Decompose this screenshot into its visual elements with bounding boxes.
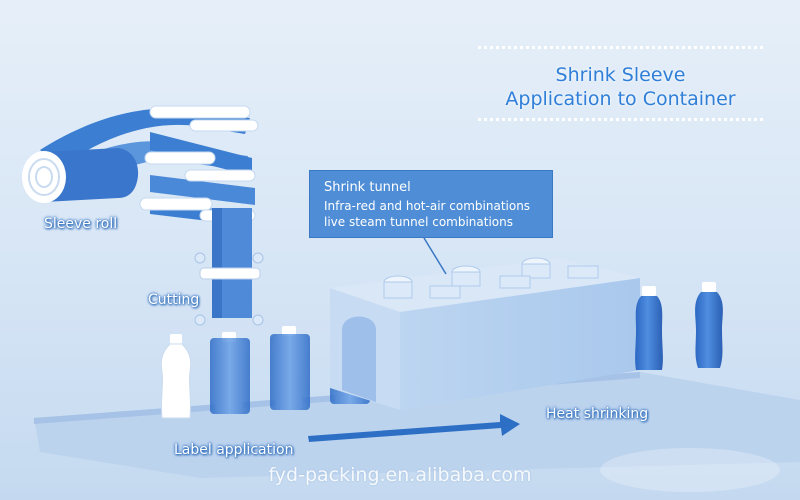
label-cutting: Cutting — [148, 292, 200, 308]
watermark: fyd-packing.en.alibaba.com — [268, 464, 532, 486]
title-line-1: Shrink Sleeve — [555, 64, 686, 86]
callout-pointer — [423, 237, 447, 275]
bottle-sleeved-1 — [210, 332, 250, 414]
label-sleeve-roll: Sleeve roll — [44, 216, 118, 232]
bottle-finished-2 — [695, 282, 723, 368]
flow-arrow-icon — [308, 414, 520, 442]
bottle-finished-1 — [635, 286, 663, 370]
shrink-tunnel-callout: Shrink tunnel Infra-red and hot-air comb… — [309, 170, 553, 238]
label-heat-shrinking: Heat shrinking — [546, 406, 649, 422]
title-dotted-rule-top — [478, 46, 763, 49]
title-line-2: Application to Container — [505, 88, 736, 110]
cutting-unit — [194, 208, 264, 326]
diagram-title: Shrink Sleeve Application to Container — [478, 42, 763, 124]
conveyor-platform — [34, 372, 800, 478]
reflection — [600, 448, 780, 492]
sleeve-roll — [22, 148, 139, 203]
callout-line-2: live steam tunnel combinations — [324, 215, 513, 229]
callout-line-1: Infra-red and hot-air combinations — [324, 199, 531, 213]
shrink-tunnel — [330, 257, 640, 410]
label-label-application: Label application — [174, 442, 294, 458]
bottle-sleeved-2 — [270, 326, 310, 410]
callout-title: Shrink tunnel — [324, 180, 411, 195]
bottle-unlabeled — [160, 334, 192, 419]
title-dotted-rule-bottom — [478, 118, 763, 121]
